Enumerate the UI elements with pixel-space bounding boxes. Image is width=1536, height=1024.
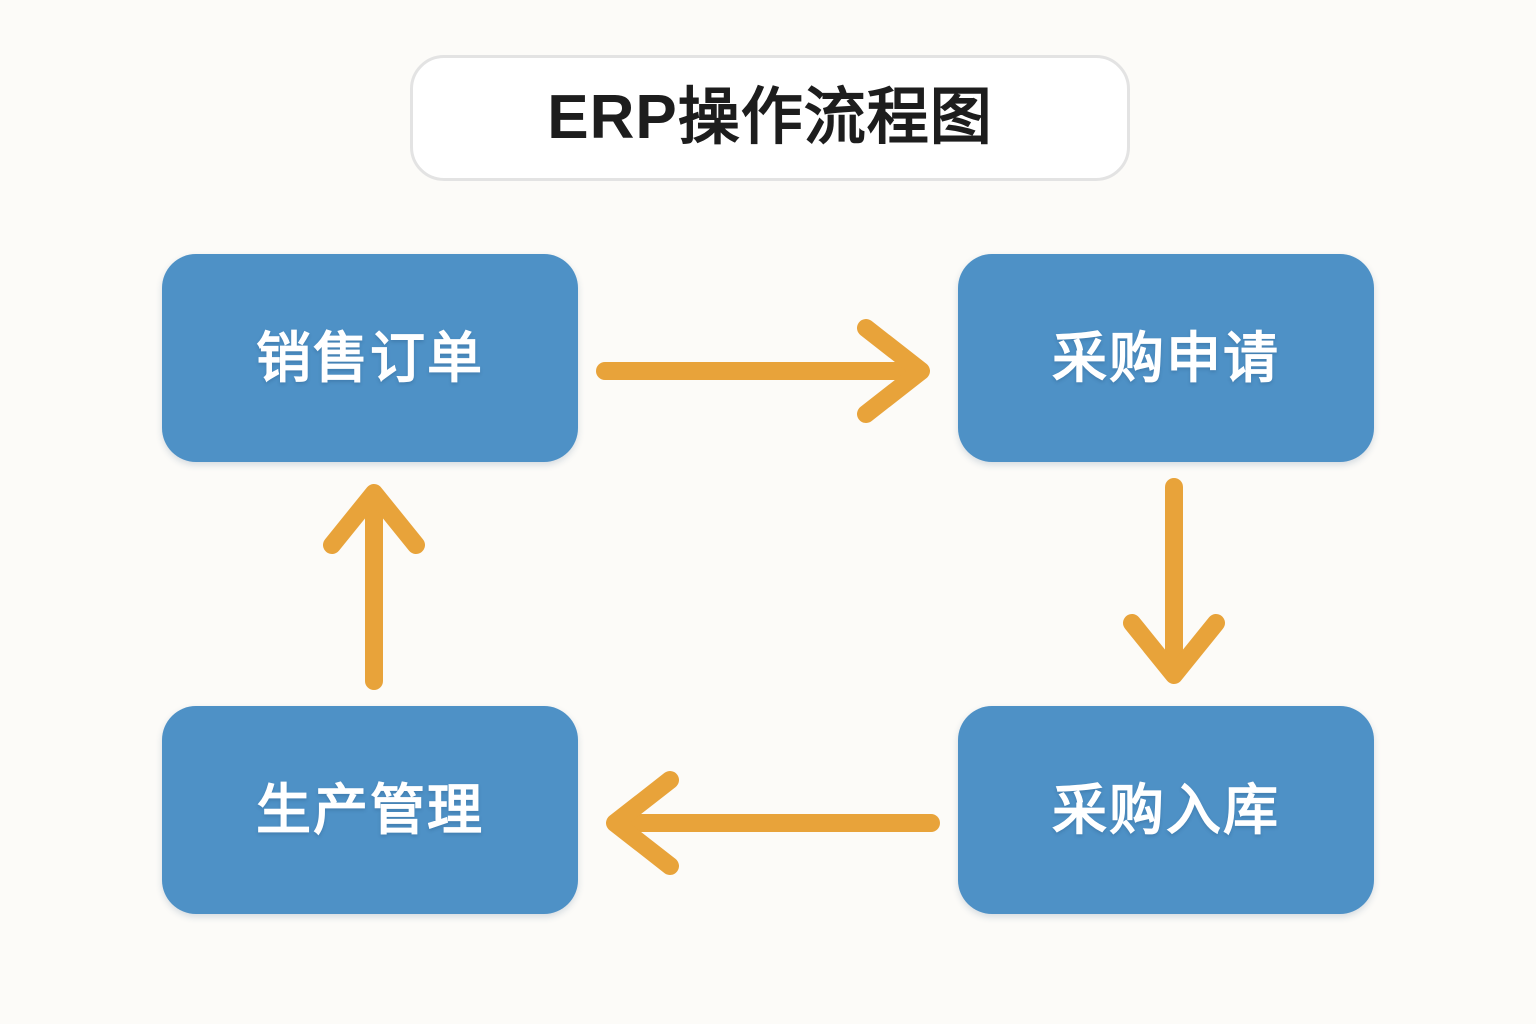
node-purchase-receipt-label: 采购入库: [1051, 778, 1280, 841]
node-purchase-receipt[interactable]: 采购入库: [958, 706, 1374, 914]
arrow-left-icon: [596, 768, 940, 878]
arrow-up-icon: [316, 478, 432, 690]
page-title: ERP操作流程图: [547, 83, 993, 152]
diagram-title-pill: ERP操作流程图: [410, 55, 1130, 181]
node-sales-order[interactable]: 销售订单: [162, 254, 578, 462]
node-production-management[interactable]: 生产管理: [162, 706, 578, 914]
node-purchase-requisition[interactable]: 采购申请: [958, 254, 1374, 462]
arrow-down-icon: [1116, 478, 1232, 690]
arrow-right-icon: [596, 316, 940, 426]
node-sales-order-label: 销售订单: [255, 326, 484, 389]
node-purchase-requisition-label: 采购申请: [1051, 326, 1280, 389]
node-production-management-label: 生产管理: [255, 778, 484, 841]
